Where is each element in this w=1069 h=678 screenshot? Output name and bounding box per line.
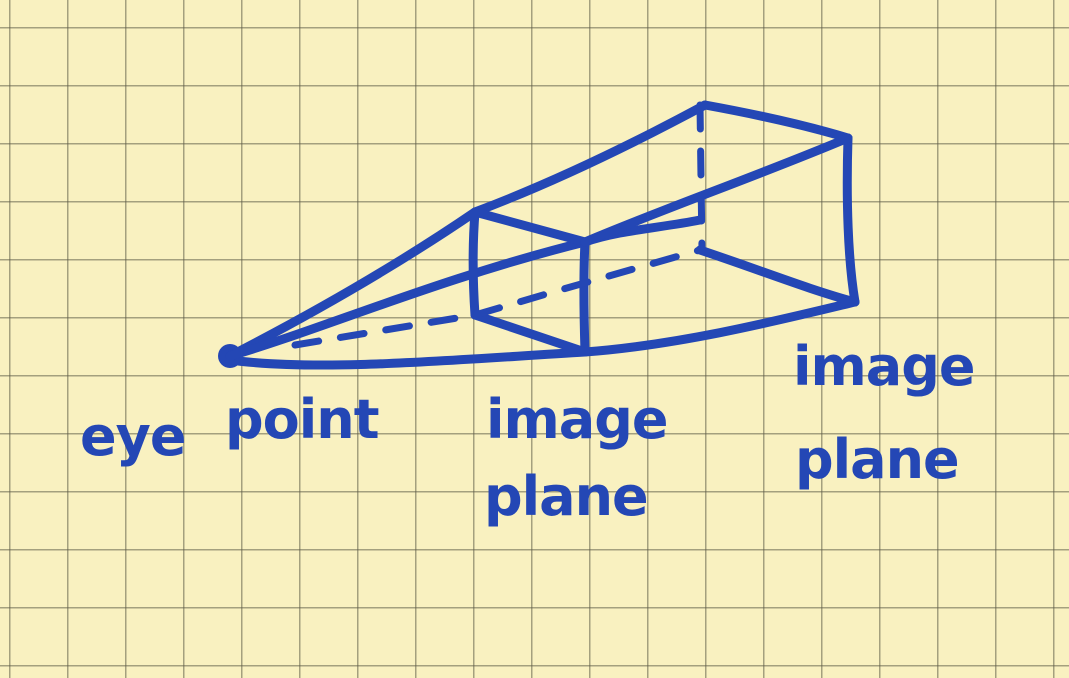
label-point: point	[225, 388, 379, 451]
label-near-plane: plane	[484, 465, 648, 528]
near-plane-top-edge	[470, 207, 590, 247]
far-plane-top-edge	[700, 100, 853, 143]
near-plane-left-edge	[468, 207, 480, 320]
label-far-image: image	[793, 335, 975, 398]
frustum-middle-edge	[225, 215, 705, 361]
near-plane-right-edge	[579, 237, 590, 357]
near-plane-bottom-edge	[470, 310, 590, 357]
label-far-plane: plane	[795, 428, 959, 491]
hidden-center-dashed-line	[291, 246, 704, 349]
label-near-image: image	[486, 388, 668, 451]
label-eye: eye	[80, 405, 185, 468]
far-plane-right-edge	[842, 133, 860, 307]
hidden-far-vertical-dashed-line	[696, 101, 706, 254]
far-plane-bottom-edge	[695, 245, 860, 307]
far-plane-inner-edge	[580, 133, 853, 247]
